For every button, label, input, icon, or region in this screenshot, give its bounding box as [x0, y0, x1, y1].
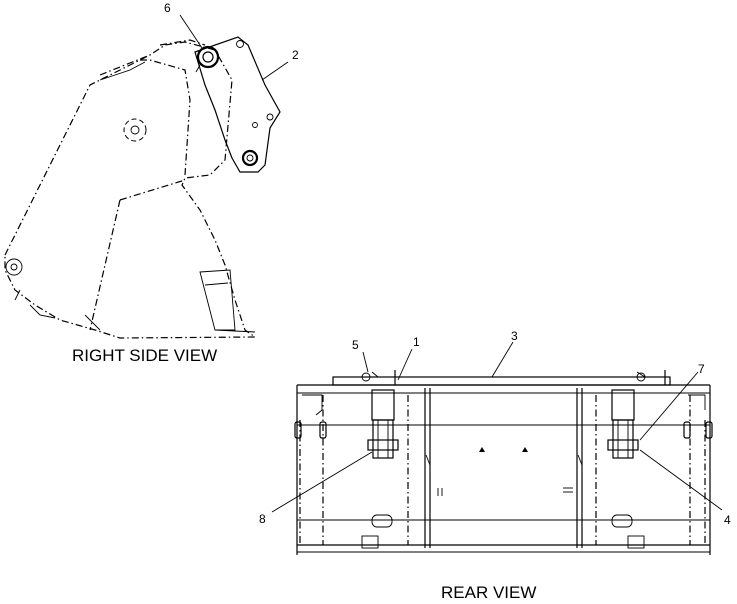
callout-7: 7	[698, 362, 705, 376]
right-side-view-title: RIGHT SIDE VIEW	[72, 346, 217, 365]
callout-3: 3	[511, 329, 518, 343]
rear-view-title: REAR VIEW	[441, 583, 536, 602]
callout-2: 2	[292, 48, 299, 62]
callout-6: 6	[164, 1, 171, 15]
right-side-view-drawing	[4, 36, 281, 339]
callout-1: 1	[413, 335, 420, 349]
callout-4: 4	[724, 513, 731, 527]
callout-5: 5	[352, 338, 359, 352]
leader-lines	[179, 14, 723, 513]
rear-view-drawing	[294, 370, 713, 555]
callout-8: 8	[259, 512, 266, 526]
